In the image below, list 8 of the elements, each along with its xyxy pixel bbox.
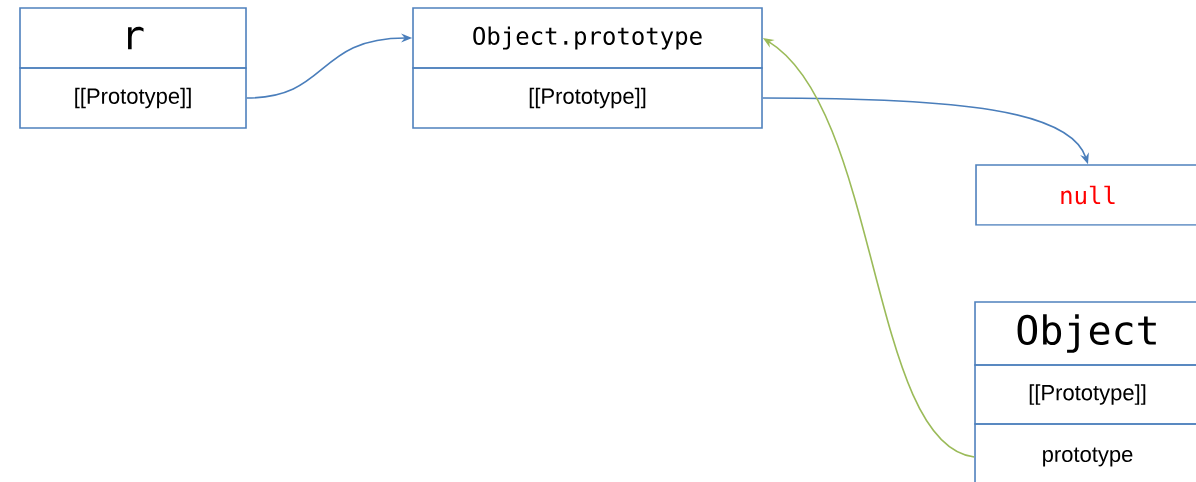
field-cell: [[Prototype]]	[974, 364, 1196, 425]
value-box: null	[975, 164, 1196, 226]
header-cell: Object.prototype	[412, 7, 763, 69]
field-cell: [[Prototype]]	[19, 67, 247, 129]
header-cell: Object	[974, 301, 1196, 366]
field-cell: prototype	[974, 423, 1196, 482]
field-cell: [[Prototype]]	[412, 67, 763, 129]
header-cell: r	[19, 7, 247, 69]
